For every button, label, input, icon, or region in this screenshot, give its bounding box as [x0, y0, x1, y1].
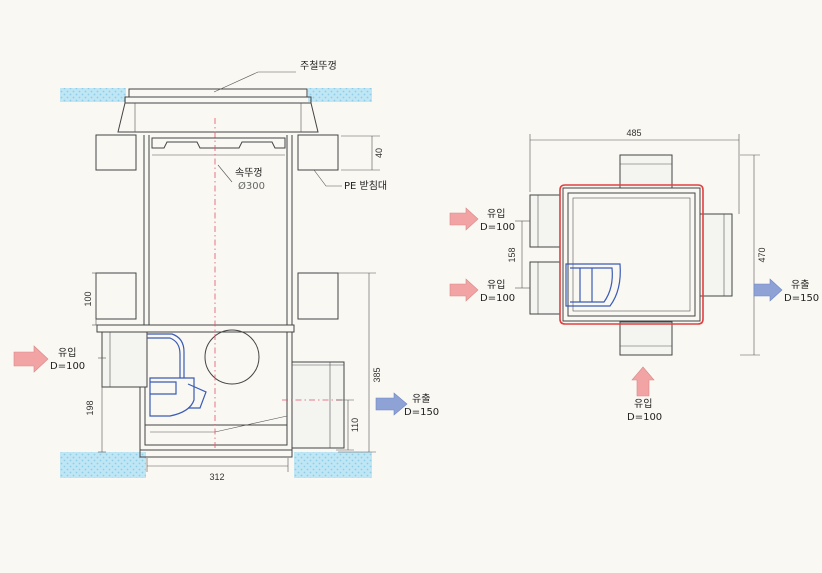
pe-support-label: PE 받침대 [344, 180, 387, 192]
plan-pipe-right [699, 213, 733, 297]
plan-inflow-arrow-bottom [631, 366, 655, 397]
dim-385: 385 [372, 367, 382, 382]
inner-cover-label: 속뚜껑 [235, 167, 263, 179]
pe-support-right [297, 134, 339, 171]
plan-red-outline [559, 184, 704, 325]
section-outflow-arrow [375, 392, 408, 416]
plan-blue-fitting [565, 263, 621, 307]
dim-100: 100 [83, 291, 93, 306]
plan-inflow-arrow-upper [449, 207, 479, 231]
plan-box-inner [567, 192, 696, 317]
section-inflow-d-label: D=100 [50, 361, 85, 372]
section-inflow-label: 유입 [58, 346, 76, 359]
plan-inflow-upper-label: 유입 [487, 207, 505, 220]
dim-40: 40 [374, 148, 384, 158]
plan-outflow-d-label: D=150 [784, 293, 819, 304]
plan-inflow-upper-d-label: D=100 [480, 222, 515, 233]
ground-bottom-right [294, 452, 372, 478]
outflow-opening [204, 329, 260, 385]
plan-outflow-arrow [753, 278, 783, 302]
dim-312: 312 [209, 472, 224, 482]
section-dimensions [92, 135, 380, 472]
neck [143, 135, 293, 325]
dim-470: 470 [757, 247, 767, 262]
plan-inflow-lower-d-label: D=100 [480, 293, 515, 304]
blue-fitting [147, 333, 207, 417]
plan-pipe-top [619, 154, 673, 189]
cast-iron-cover-label: 주철뚜껑 [300, 60, 337, 72]
plan-view: 유입 D=100 유입 D=100 유입 D=100 유출 D=150 485 … [449, 128, 819, 423]
section-inflow-arrow [13, 345, 49, 373]
body [96, 324, 295, 458]
plan-box-outer [562, 187, 701, 322]
ground-top-left [60, 88, 126, 102]
plan-inflow-lower-label: 유입 [487, 278, 505, 291]
plan-inflow-bottom-d-label: D=100 [627, 412, 662, 423]
ground-top-right [308, 88, 372, 102]
plan-inflow-bottom-label: 유입 [634, 397, 652, 410]
pe-support-left [95, 134, 137, 171]
cast-iron-cover [117, 88, 319, 133]
section-view: 주철뚜껑 속뚜껑 Ø300 PE 받침대 유입 D=100 유출 D=150 4… [13, 60, 439, 482]
collar-right [297, 272, 339, 320]
dim-110: 110 [350, 418, 360, 432]
plan-dimensions [515, 134, 760, 356]
section-outflow-d-label: D=150 [404, 407, 439, 418]
collar-left [95, 272, 137, 320]
section-inflow-pipe [101, 331, 148, 388]
dim-485: 485 [626, 128, 641, 138]
plan-pipe-bottom [619, 321, 673, 356]
inner-cover-size-label: Ø300 [238, 180, 265, 192]
plan-pipe-left-lower [529, 261, 561, 315]
section-outflow-pipe [291, 361, 345, 449]
dim-198: 198 [85, 400, 95, 415]
plan-outflow-label: 유출 [791, 279, 809, 291]
section-outflow-label: 유출 [412, 393, 430, 405]
dim-158: 158 [507, 247, 517, 262]
ground-bottom-left [60, 452, 146, 478]
plan-inflow-arrow-lower [449, 278, 479, 302]
plan-pipe-left-upper [529, 194, 561, 248]
